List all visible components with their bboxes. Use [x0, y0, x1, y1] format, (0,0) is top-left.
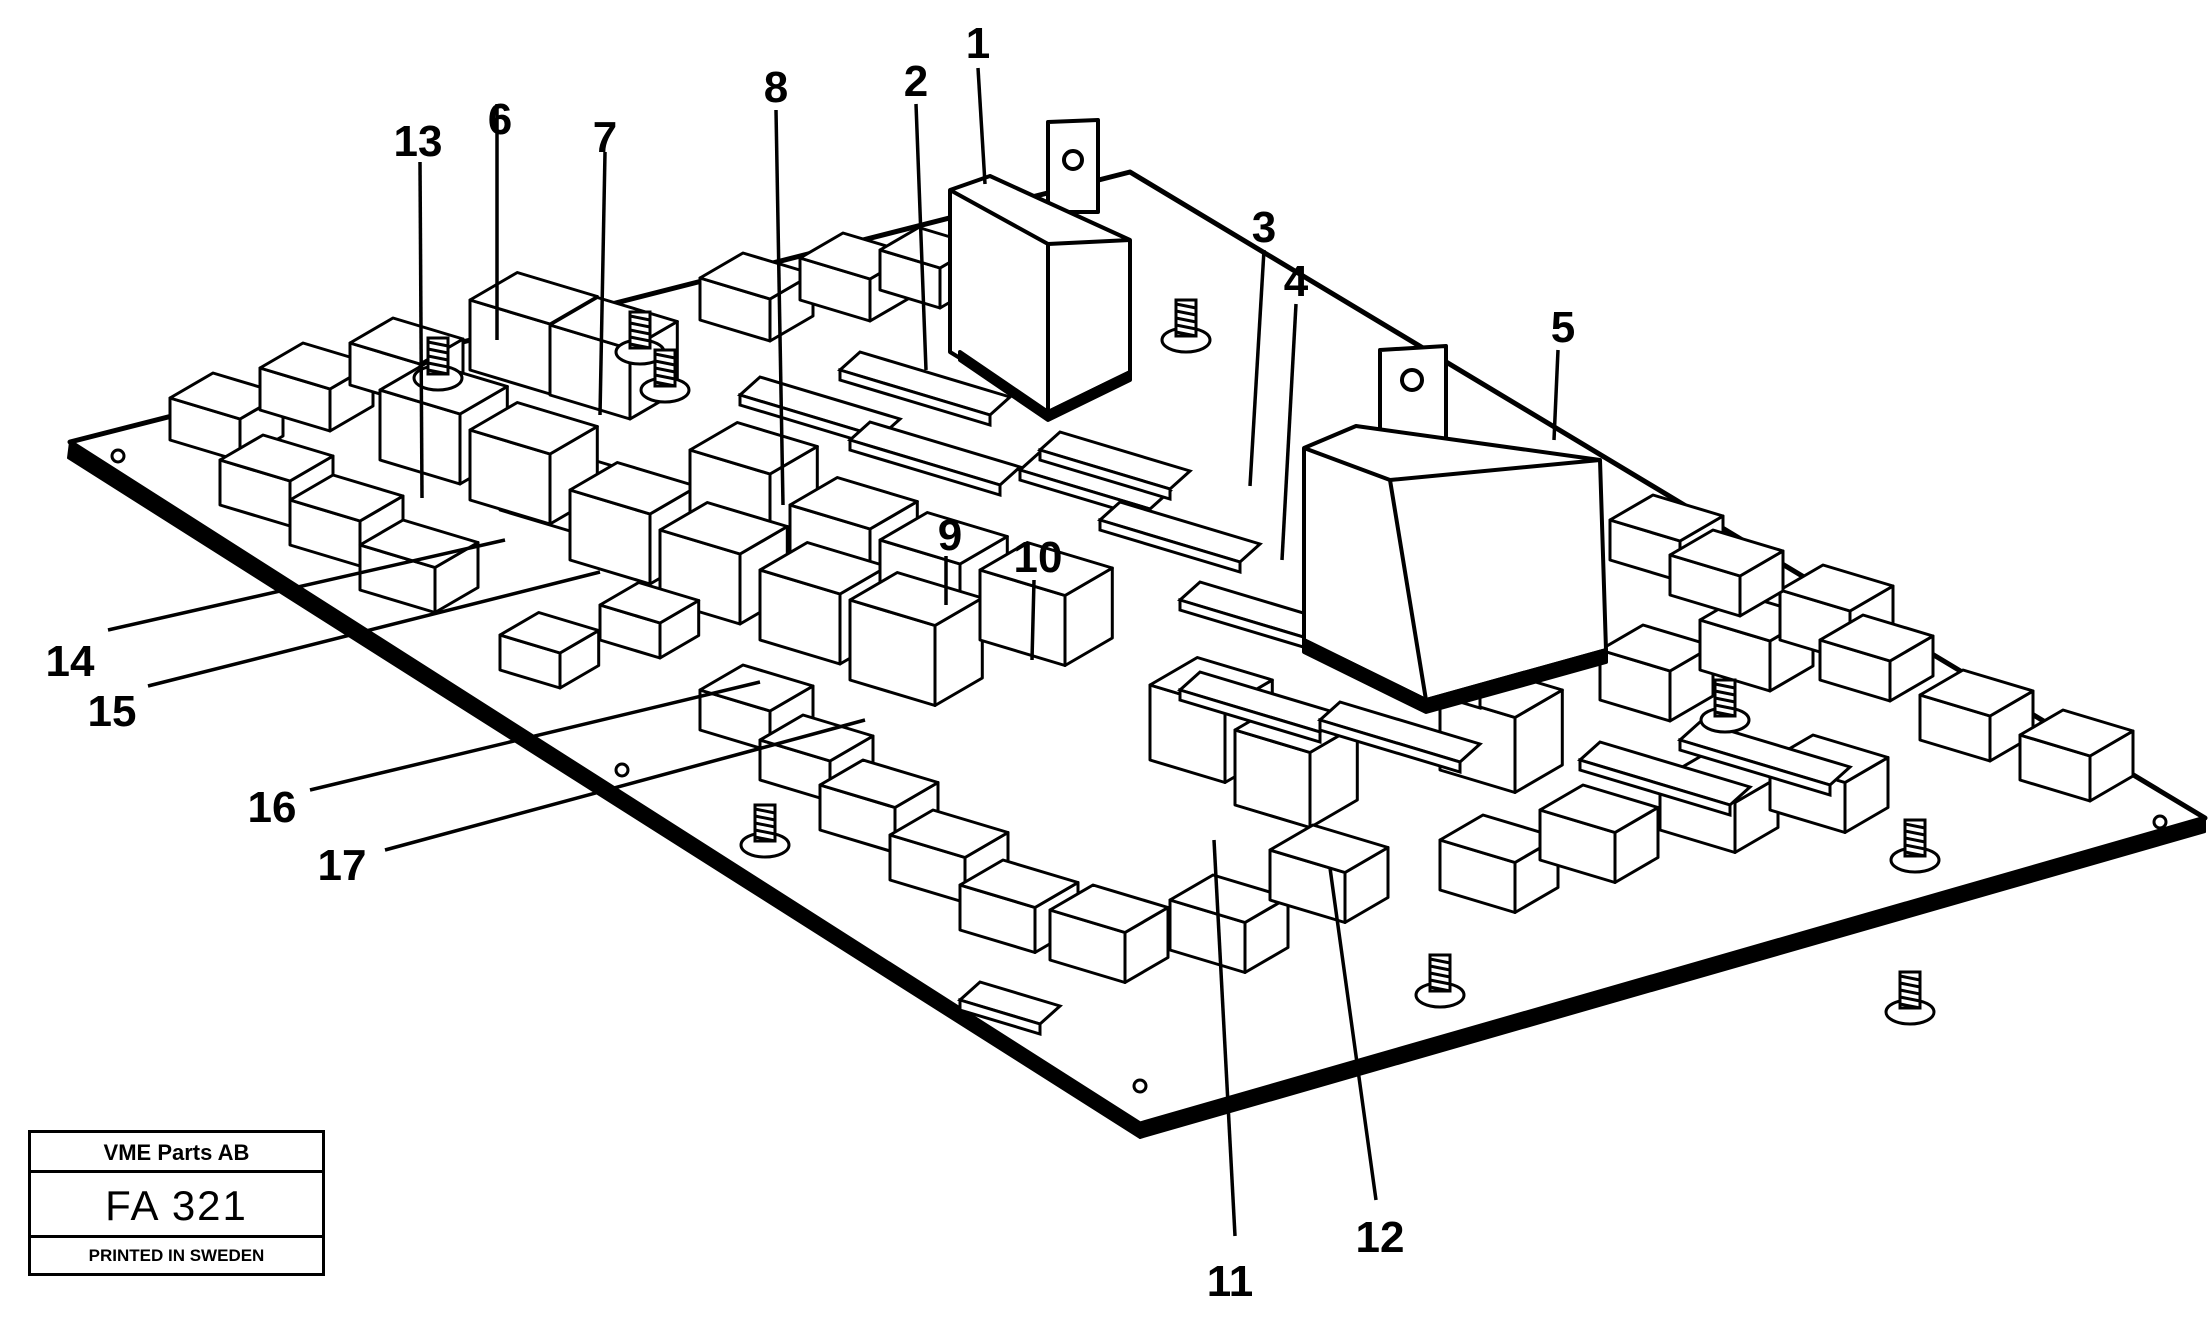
- stamp-printed: PRINTED IN SWEDEN: [88, 1246, 265, 1265]
- fuse-block: [957, 980, 1063, 1037]
- callout-6: 6: [488, 95, 512, 144]
- stamp-code: FA 321: [31, 1173, 322, 1238]
- callout-5: 5: [1551, 303, 1575, 352]
- callout-labels: 1 2 3 4 5 6 7 8 9 10 11 12 13 14 15 16 1…: [46, 19, 1576, 1306]
- callout-2: 2: [904, 57, 928, 106]
- mounting-stud: [1889, 818, 1941, 874]
- title-stamp: VME Parts AB FA 321 PRINTED IN SWEDEN: [28, 1130, 325, 1276]
- mounting-stud: [1414, 953, 1466, 1009]
- callout-15: 15: [88, 687, 137, 736]
- callout-1: 1: [966, 19, 990, 68]
- relay-block: [978, 541, 1114, 667]
- callout-17: 17: [318, 841, 367, 890]
- mounting-stud: [639, 348, 691, 404]
- callout-12: 12: [1356, 1213, 1405, 1262]
- fuse-block: [1577, 740, 1753, 818]
- relay-block: [1538, 783, 1660, 884]
- callout-10: 10: [1014, 533, 1063, 582]
- board-components: [168, 226, 2135, 1037]
- callout-3: 3: [1252, 203, 1276, 252]
- relay-block: [288, 473, 405, 568]
- mounting-stud: [739, 803, 791, 859]
- callout-14: 14: [46, 637, 95, 686]
- callout-8: 8: [764, 63, 788, 112]
- fuse-block: [1677, 720, 1853, 798]
- callout-7: 7: [593, 113, 617, 162]
- mounting-stud: [1699, 678, 1751, 734]
- callout-13: 13: [394, 117, 443, 166]
- relay-block: [1818, 613, 1935, 703]
- relay-block: [2018, 708, 2135, 803]
- fuse-block: [1097, 500, 1263, 575]
- relay-block: [1668, 528, 1785, 618]
- relay-block: [848, 571, 984, 707]
- mounting-stud: [1160, 298, 1212, 354]
- stamp-company: VME Parts AB: [31, 1133, 322, 1173]
- callout-16: 16: [248, 783, 297, 832]
- fuse-block: [1317, 700, 1483, 775]
- relay-block: [598, 581, 701, 660]
- callout-4: 4: [1284, 257, 1309, 306]
- mounting-stud: [412, 336, 464, 392]
- relay-block: [1268, 823, 1390, 924]
- callout-9: 9: [938, 511, 962, 560]
- relay-block: [1598, 623, 1715, 723]
- callout-11: 11: [1207, 1257, 1254, 1306]
- relay-5: [1302, 344, 1608, 714]
- relay-block: [1048, 883, 1170, 984]
- relay-block: [498, 611, 601, 690]
- leader-lines: [107, 67, 1560, 1237]
- relay-1: [948, 118, 1132, 422]
- relay-block: [1168, 873, 1290, 974]
- relay-block: [888, 808, 1010, 904]
- fuse-block: [837, 350, 1013, 428]
- mounting-stud: [614, 310, 666, 366]
- relay-block: [1918, 668, 2035, 763]
- fuse-block: [1037, 430, 1193, 502]
- mounting-stud: [1884, 970, 1936, 1026]
- fuse-block: [847, 420, 1023, 498]
